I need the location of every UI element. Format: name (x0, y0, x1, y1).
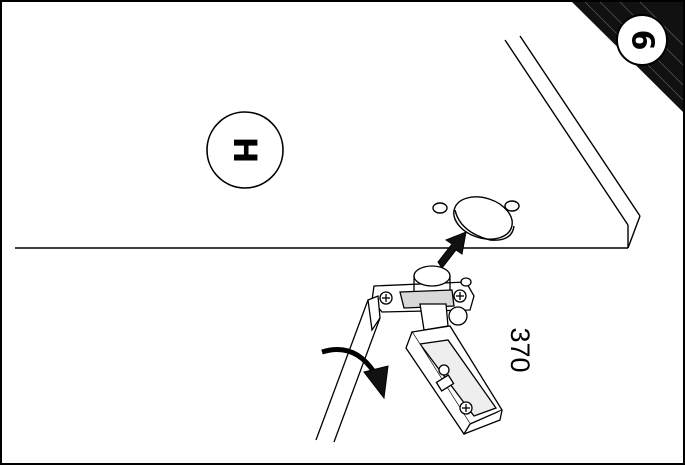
arrow-up-right-icon (437, 231, 467, 269)
screwdriver-icon (315, 295, 381, 443)
step-corner-icon: 6 (572, 1, 684, 112)
panel-outline (15, 35, 641, 249)
panel-letter: H (226, 137, 264, 164)
hinge-cup (432, 196, 520, 241)
hinge-code: 370 (505, 327, 535, 372)
panel-label: H (206, 111, 284, 189)
curved-arrow-icon (321, 347, 389, 400)
hinge-icon (371, 265, 503, 436)
step-number: 6 (625, 30, 660, 51)
